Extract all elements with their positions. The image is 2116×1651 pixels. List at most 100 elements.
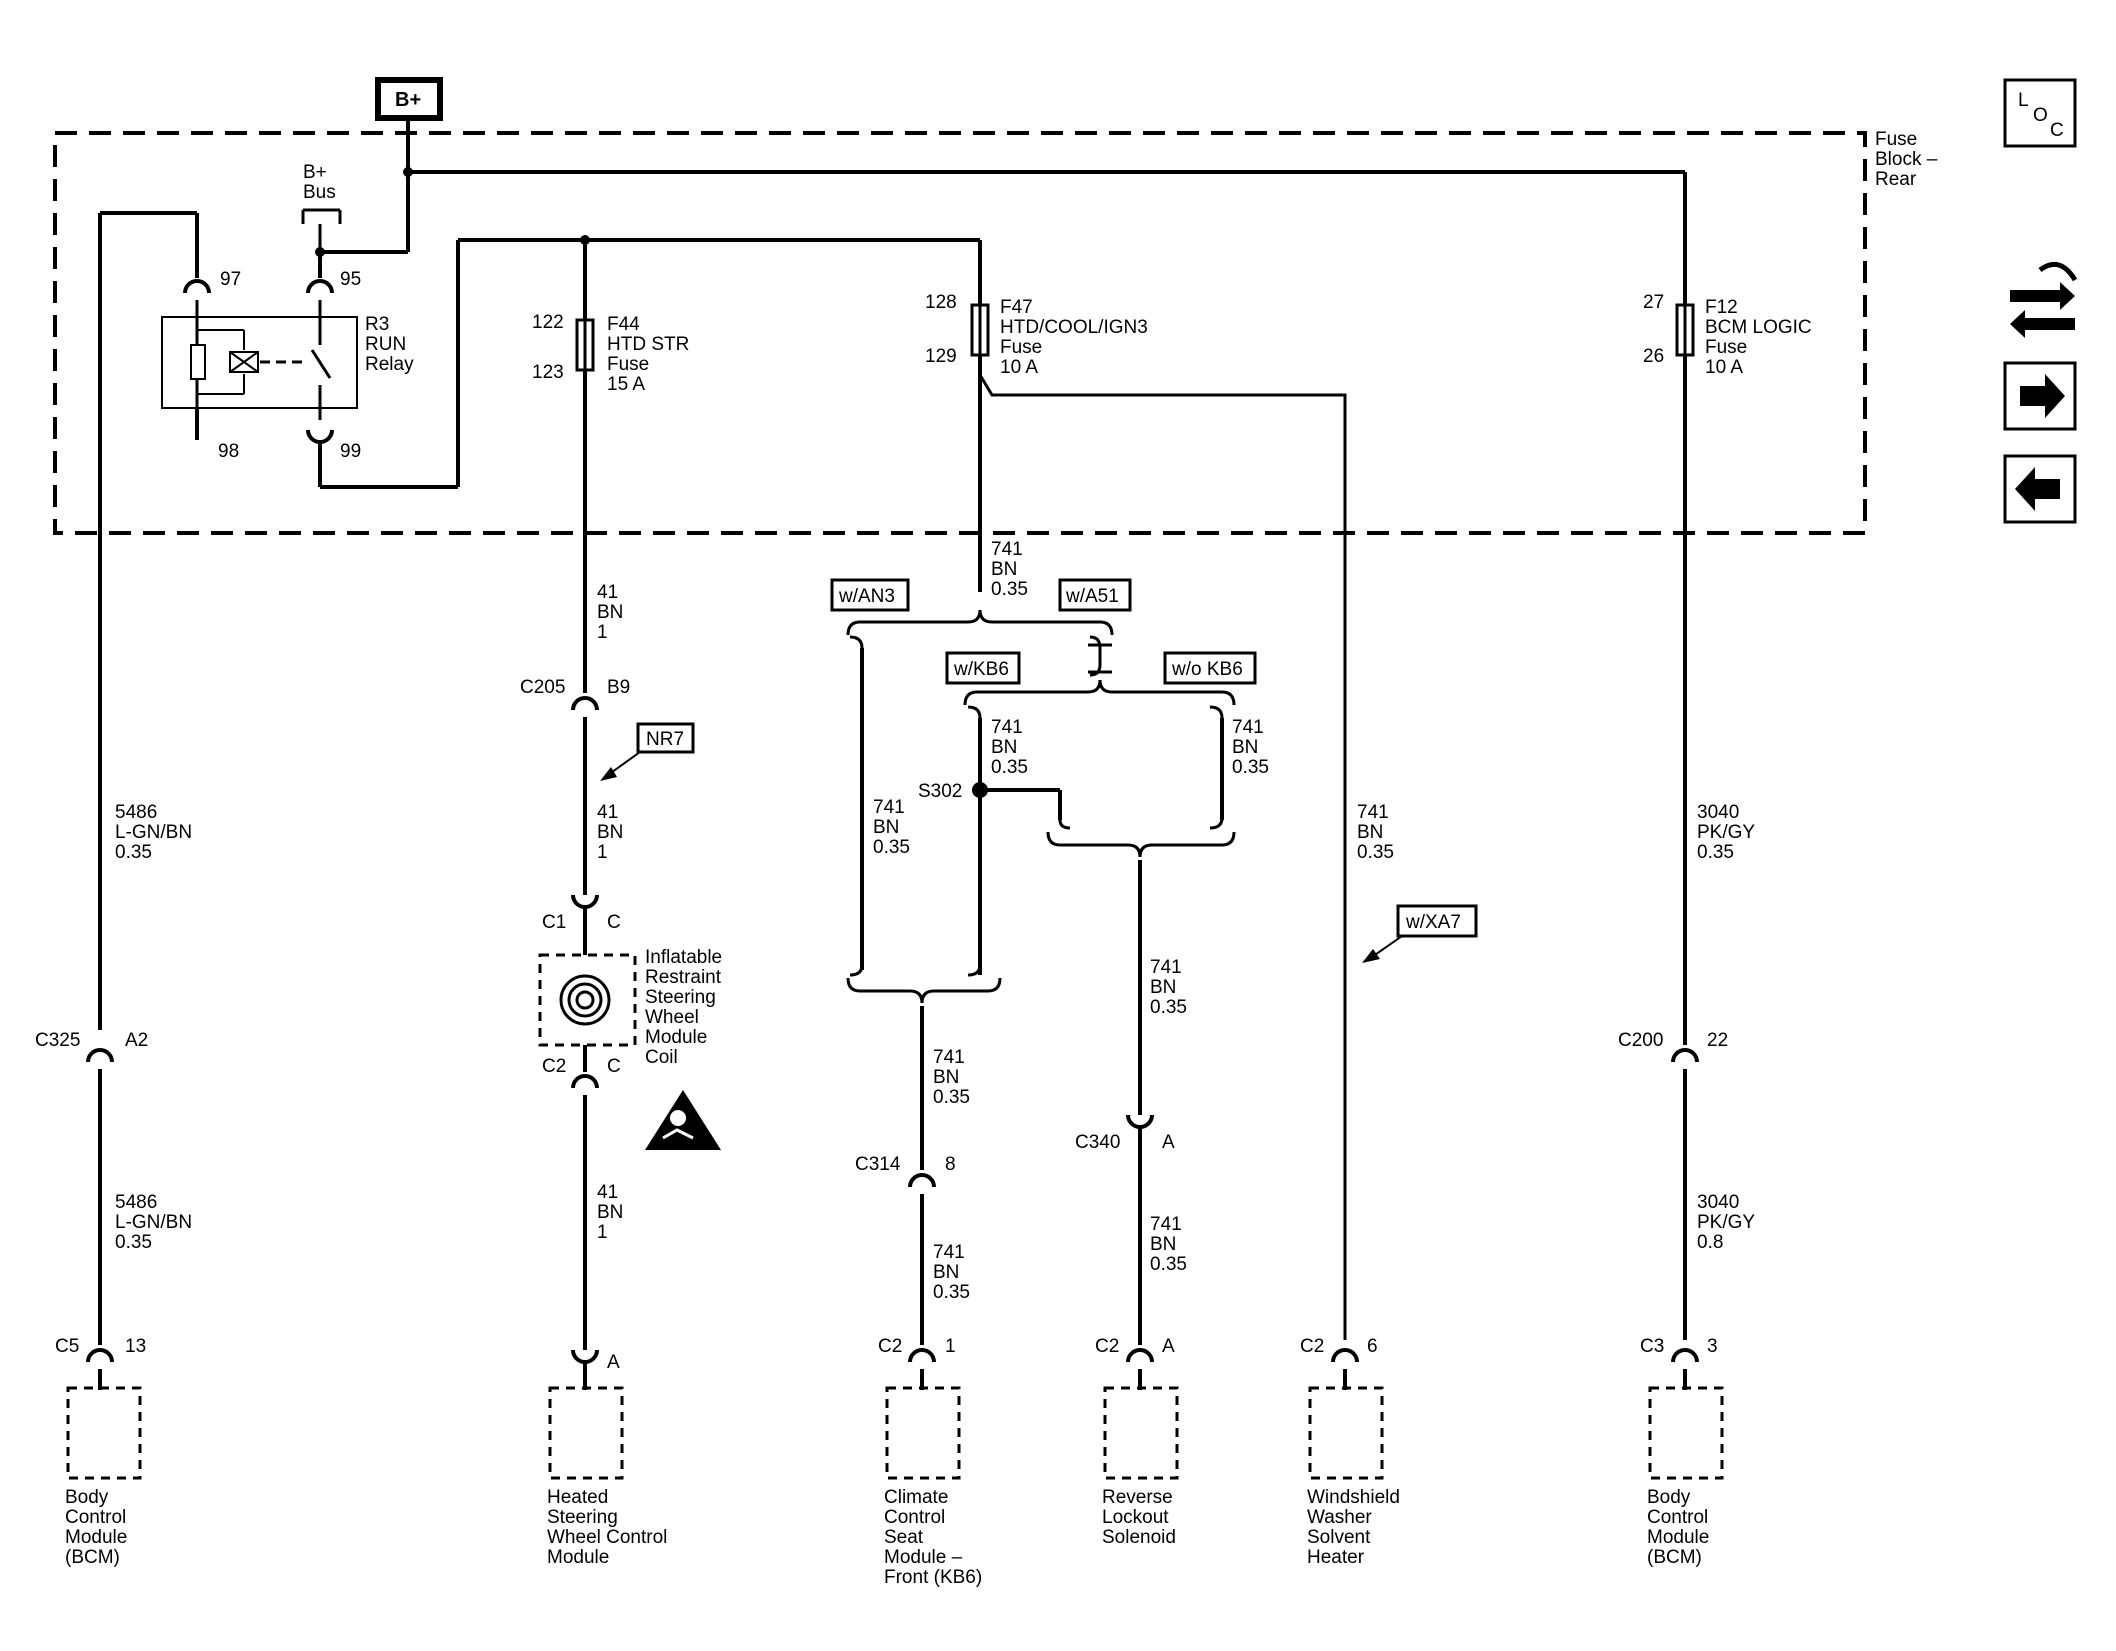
loc-icon[interactable]: L O C (2003, 78, 2077, 148)
svg-text:Module: Module (1647, 1527, 1709, 1548)
module-climate-seat: C2 1 Climate Control Seat Module – Front… (878, 1336, 982, 1588)
svg-text:10 A: 10 A (1705, 357, 1743, 378)
svg-text:PK/GY: PK/GY (1697, 822, 1755, 843)
svg-text:741: 741 (991, 539, 1023, 560)
svg-text:122: 122 (532, 312, 564, 333)
svg-text:B9: B9 (607, 677, 630, 698)
svg-text:Restraint: Restraint (645, 967, 722, 988)
svg-text:Control: Control (1647, 1507, 1708, 1528)
svg-text:26: 26 (1643, 346, 1664, 367)
connector-c325: C325 A2 (35, 1030, 148, 1082)
svg-text:Washer: Washer (1307, 1507, 1372, 1528)
svg-text:L: L (2018, 90, 2029, 111)
b-plus-bus: B+ Bus (301, 162, 342, 257)
svg-text:1: 1 (945, 1336, 956, 1357)
option-kb6: w/KB6 (945, 651, 1021, 685)
svg-text:8: 8 (945, 1154, 956, 1175)
svg-text:1: 1 (597, 1222, 608, 1243)
svg-text:Reverse: Reverse (1102, 1487, 1173, 1508)
fuse-f44: 122 123 F44 HTD STR Fuse 15 A (532, 312, 689, 395)
steering-coil: Inflatable Restraint Steering Wheel Modu… (538, 947, 722, 1068)
option-nr7: NR7 (600, 722, 695, 781)
svg-text:Body: Body (1647, 1487, 1691, 1508)
svg-text:BN: BN (597, 1202, 623, 1223)
svg-text:Wheel: Wheel (645, 1007, 699, 1028)
svg-text:F44: F44 (607, 314, 640, 335)
svg-text:Rear: Rear (1875, 169, 1917, 190)
svg-text:Solenoid: Solenoid (1102, 1527, 1176, 1548)
right-arrow-icon[interactable] (2003, 361, 2077, 431)
wire-741-wash: 741 BN 0.35 (1357, 802, 1394, 863)
wire-41-b: 41 BN 1 (597, 802, 623, 863)
svg-text:97: 97 (220, 269, 241, 290)
svg-text:C200: C200 (1618, 1030, 1663, 1051)
svg-text:Coil: Coil (645, 1047, 678, 1068)
option-xa7: w/XA7 (1362, 904, 1478, 963)
wire-3040-b: 3040 PK/GY 0.8 (1697, 1192, 1755, 1253)
connector-c314: C314 8 (855, 1154, 956, 1207)
svg-text:0.35: 0.35 (1232, 757, 1269, 778)
wire-741-c340b: 741 BN 0.35 (1150, 1214, 1187, 1275)
svg-text:Climate: Climate (884, 1487, 948, 1508)
svg-text:C2: C2 (542, 1056, 566, 1077)
svg-text:C: C (2050, 120, 2064, 141)
svg-text:128: 128 (925, 292, 957, 313)
svg-text:0.35: 0.35 (991, 757, 1028, 778)
svg-text:Windshield: Windshield (1307, 1487, 1400, 1508)
svg-text:41: 41 (597, 802, 618, 823)
svg-text:Block –: Block – (1875, 149, 1938, 170)
option-wo-kb6: w/o KB6 (1163, 651, 1257, 685)
svg-text:O: O (2033, 105, 2048, 126)
wire-41-c: 41 BN 1 (597, 1182, 623, 1243)
left-arrow-icon[interactable] (2003, 454, 2077, 524)
wire-741-c340: 741 BN 0.35 (1150, 957, 1187, 1018)
svg-text:0.8: 0.8 (1697, 1232, 1723, 1253)
svg-text:41: 41 (597, 582, 618, 603)
svg-text:99: 99 (340, 441, 361, 462)
svg-text:BN: BN (597, 822, 623, 843)
svg-text:BN: BN (933, 1067, 959, 1088)
svg-text:0.35: 0.35 (933, 1087, 970, 1108)
svg-text:C3: C3 (1640, 1336, 1664, 1357)
svg-text:3: 3 (1707, 1336, 1718, 1357)
svg-text:NR7: NR7 (646, 729, 684, 750)
svg-text:BCM LOGIC: BCM LOGIC (1705, 317, 1812, 338)
svg-text:0.35: 0.35 (873, 837, 910, 858)
svg-text:0.35: 0.35 (1150, 1254, 1187, 1275)
swap-icon[interactable] (2010, 261, 2078, 338)
svg-text:A: A (1162, 1132, 1175, 1153)
svg-text:Steering: Steering (547, 1507, 618, 1528)
svg-text:C5: C5 (55, 1336, 79, 1357)
svg-text:(BCM): (BCM) (1647, 1547, 1702, 1568)
svg-text:BN: BN (1150, 977, 1176, 998)
svg-text:C325: C325 (35, 1030, 80, 1051)
svg-text:Fuse: Fuse (1875, 129, 1917, 150)
module-washer-heater: C2 6 Windshield Washer Solvent Heater (1300, 1336, 1400, 1568)
svg-text:BN: BN (991, 559, 1017, 580)
module-bcm-right: C3 3 Body Control Module (BCM) (1640, 1336, 1724, 1568)
module-reverse-lockout: C2 A Reverse Lockout Solenoid (1095, 1336, 1179, 1548)
svg-text:0.35: 0.35 (991, 579, 1028, 600)
fuse-block-boundary (53, 131, 1867, 535)
fuse-f47: 128 129 F47 HTD/COOL/IGN3 Fuse 10 A (925, 292, 1148, 378)
svg-text:Module: Module (65, 1527, 127, 1548)
connector-c205: C205 B9 (520, 677, 630, 730)
svg-text:BN: BN (873, 817, 899, 838)
svg-text:BN: BN (597, 602, 623, 623)
svg-text:C2: C2 (1300, 1336, 1324, 1357)
svg-text:PK/GY: PK/GY (1697, 1212, 1755, 1233)
module-heated-steering: A Heated Steering Wheel Control Module (547, 1335, 667, 1568)
svg-text:Lockout: Lockout (1102, 1507, 1169, 1528)
svg-text:Wheel Control: Wheel Control (547, 1527, 667, 1548)
svg-text:27: 27 (1643, 292, 1664, 313)
svg-text:0.35: 0.35 (933, 1282, 970, 1303)
svg-text:Fuse: Fuse (1705, 337, 1747, 358)
svg-text:Bus: Bus (303, 182, 336, 203)
b-plus-box (375, 77, 443, 121)
svg-text:Fuse: Fuse (607, 354, 649, 375)
svg-text:0.35: 0.35 (115, 1232, 152, 1253)
wire-741-wo-kb6: 741 BN 0.35 (1232, 717, 1269, 778)
svg-text:BN: BN (1232, 737, 1258, 758)
svg-text:41: 41 (597, 1182, 618, 1203)
